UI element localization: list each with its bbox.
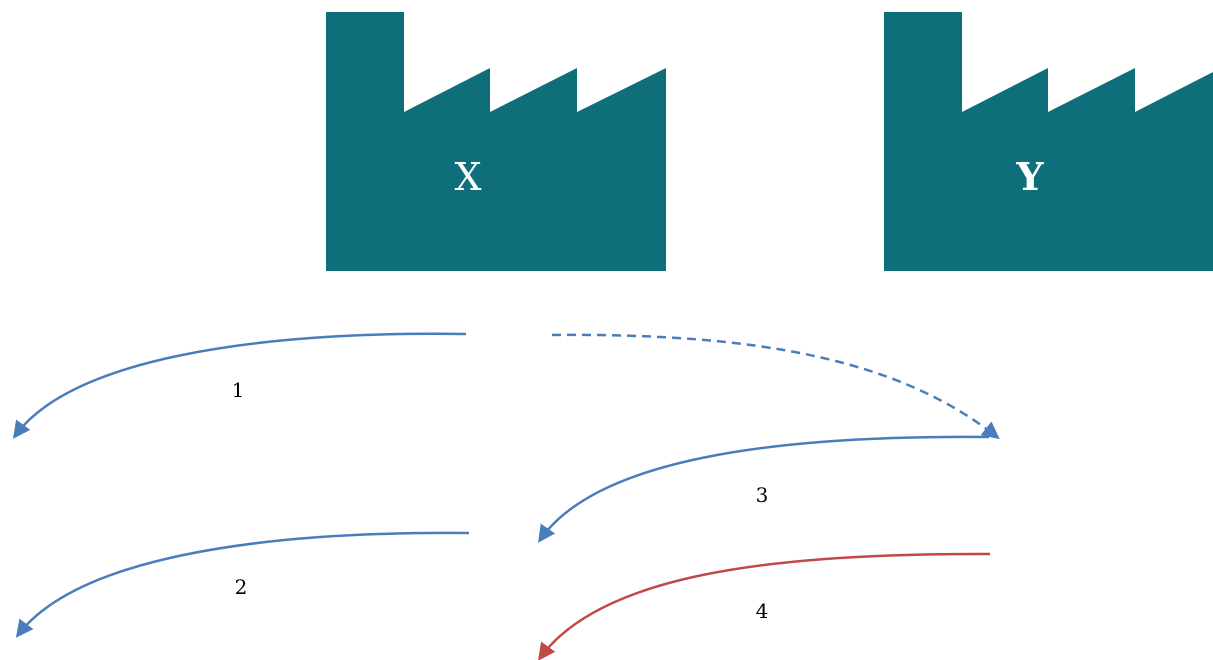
flow-arrow-1-line bbox=[12, 332, 467, 439]
flow-arrow-dashed bbox=[551, 333, 1000, 440]
flow-arrow-4-line bbox=[537, 552, 991, 660]
flow-arrow-2-line bbox=[15, 531, 470, 638]
flow-arrow-2: 2 bbox=[15, 531, 470, 638]
factory-x: X bbox=[326, 12, 666, 271]
factory-x-label: X bbox=[454, 155, 481, 199]
factory-x-icon bbox=[326, 12, 666, 271]
flow-arrow-3-line bbox=[538, 435, 990, 543]
flow-arrow-3-label: 3 bbox=[756, 483, 769, 507]
factory-y-label: Y bbox=[1015, 154, 1044, 199]
flow-arrow-3: 3 bbox=[538, 435, 990, 543]
flow-arrow-1: 1 bbox=[12, 332, 467, 439]
factory-y: Y bbox=[884, 12, 1213, 271]
flow-arrow-1-label: 1 bbox=[232, 378, 245, 402]
flow-arrow-dashed-line bbox=[551, 333, 1000, 440]
flow-arrow-4: 4 bbox=[537, 552, 991, 660]
flow-arrow-2-label: 2 bbox=[235, 575, 248, 599]
factory-y-icon bbox=[884, 12, 1213, 271]
flow-arrow-4-label: 4 bbox=[756, 599, 769, 623]
